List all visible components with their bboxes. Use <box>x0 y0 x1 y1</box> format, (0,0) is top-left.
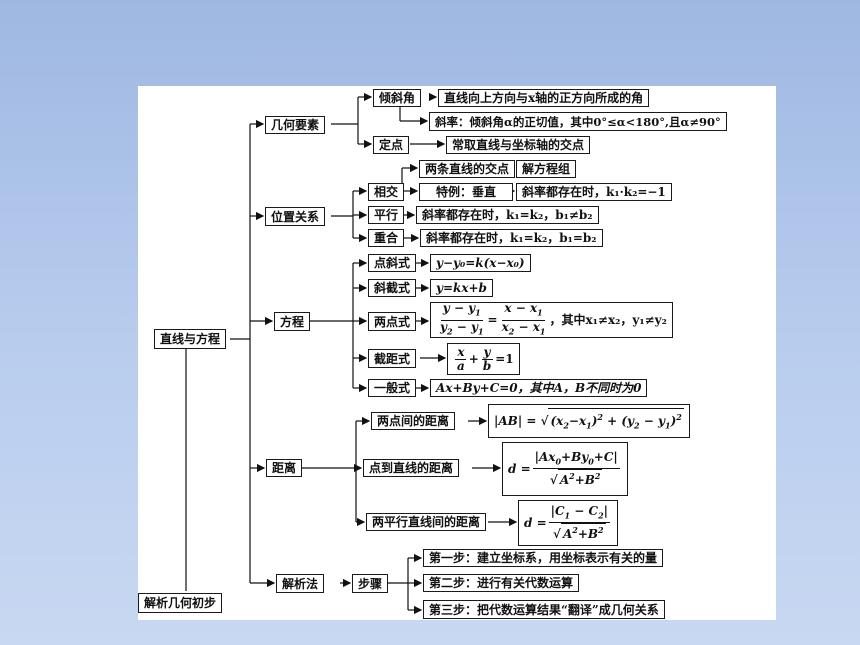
step-2: 第二步：进行有关代数运算 <box>423 574 580 592</box>
root-node: 直线与方程 <box>154 329 227 349</box>
perp-cond: 斜率都存在时，k₁·k₂=−1 <box>516 183 672 201</box>
parent-node: 解析几何初步 <box>138 593 223 613</box>
intersect-point: 两条直线的交点 <box>419 160 516 178</box>
point-def: 常取直线与坐标轴的交点 <box>446 136 591 154</box>
solve-node: 解方程组 <box>516 160 577 178</box>
position-node: 位置关系 <box>265 207 326 226</box>
concept-map: 直线与方程 解析几何初步 几何要素 倾斜角 直线向上方向与x轴的正方向所成的角 … <box>138 86 776 620</box>
point-slope-formula: y−y₀=k(x−x₀) <box>430 254 531 272</box>
steps-node: 步骤 <box>352 574 389 593</box>
step-3: 第三步：把代数运算结果“翻译”成几何关系 <box>423 600 665 619</box>
incline-node: 倾斜角 <box>373 89 422 107</box>
parallel-node: 平行 <box>368 206 405 224</box>
two-points-formula: |AB| = √(x2−x1)2 + (y2 − y1)2 <box>488 404 690 438</box>
geometry-node: 几何要素 <box>265 116 326 134</box>
general-node: 一般式 <box>368 379 417 397</box>
equation-node: 方程 <box>274 312 311 331</box>
intercept-eq: =1 <box>495 352 514 366</box>
coincide-node: 重合 <box>368 229 405 247</box>
point-node: 定点 <box>373 136 410 154</box>
slope-int-formula: y=kx+b <box>430 279 493 297</box>
point-line-formula: d = |Ax0+By0+C|√A2+B2 <box>502 442 628 496</box>
special-node: 特例：垂直 <box>419 183 514 201</box>
distance-node: 距离 <box>266 459 303 477</box>
parallel-cond: 斜率都存在时，k₁=k₂，b₁≠b₂ <box>416 206 599 224</box>
method-node: 解析法 <box>276 574 325 593</box>
two-point-node: 两点式 <box>368 312 417 331</box>
step-1: 第一步：建立坐标系，用坐标表示有关的量 <box>423 549 664 567</box>
intersect-node: 相交 <box>368 183 405 201</box>
parallel-lines-distance: 两平行直线间的距离 <box>366 513 487 531</box>
two-points-distance: 两点间的距离 <box>371 412 456 430</box>
intercept-node: 截距式 <box>368 349 417 368</box>
two-point-cond: ，其中x₁≠x₂，y₁≠y₂ <box>549 313 667 327</box>
incline-def: 直线向上方向与x轴的正方向所成的角 <box>438 89 650 107</box>
point-line-distance: 点到直线的距离 <box>363 459 460 477</box>
parallel-lines-formula: d = |C1 − C2|√A2+B2 <box>518 500 619 546</box>
general-formula: Ax+By+C=0，其中A，B不同时为0 <box>430 379 648 397</box>
connector-lines <box>181 92 518 615</box>
slope-def: 斜率：倾斜角α的正切值，其中0°≤α<180°,且α≠90° <box>429 112 727 131</box>
point-slope-node: 点斜式 <box>368 254 417 272</box>
coincide-cond: 斜率都存在时，k₁=k₂，b₁=b₂ <box>420 229 603 247</box>
slope-int-node: 斜截式 <box>368 279 417 297</box>
